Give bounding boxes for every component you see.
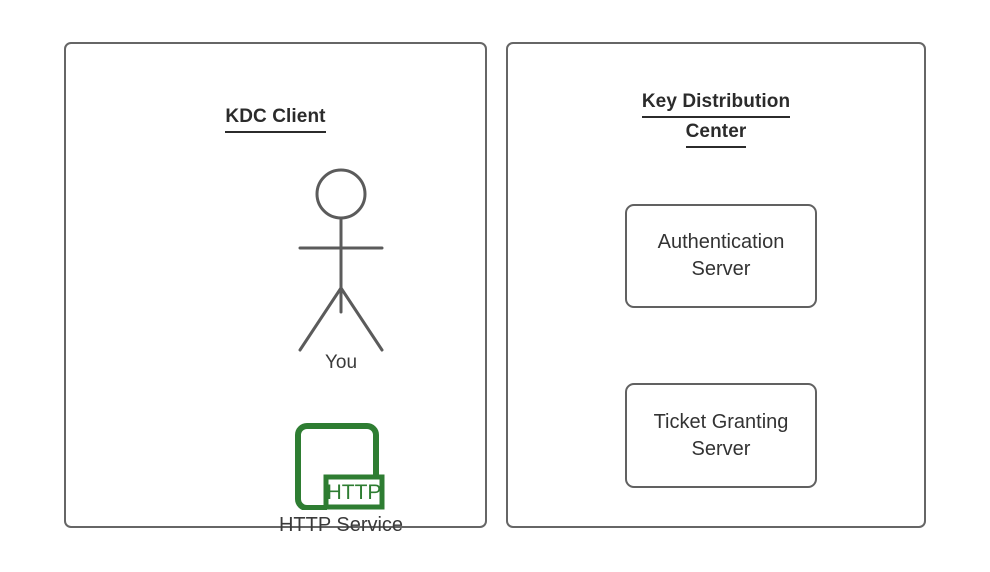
http-service-icon: HTTP [295, 423, 385, 510]
panel-kdc-client: KDC Client You HTTP HTTP Service [64, 42, 487, 536]
stick-figure-icon [298, 168, 384, 352]
server-box-line: Ticket Granting [653, 410, 789, 433]
http-service-label: HTTP Service [278, 514, 404, 536]
panel-title-line: KDC Client [225, 103, 326, 133]
panel-title-kdc-client: KDC Client [66, 103, 485, 133]
http-badge-text: HTTP [327, 481, 382, 504]
ticket-granting-server-box[interactable]: Ticket Granting Server [625, 383, 817, 488]
server-box-line: Server [691, 258, 751, 280]
server-box-line: Authentication [657, 231, 785, 253]
panel-title-line: Key Distribution [641, 88, 791, 118]
authentication-server-box[interactable]: Authentication Server [625, 204, 817, 308]
server-box-line: Server [691, 437, 751, 460]
http-service: HTTP HTTP Service [262, 418, 420, 548]
actor-label: You [324, 352, 358, 373]
actor-you: You [276, 162, 406, 402]
panel-title-line: Center [685, 118, 747, 148]
panel-title-key-distribution-center: Key Distribution Center [508, 88, 924, 148]
